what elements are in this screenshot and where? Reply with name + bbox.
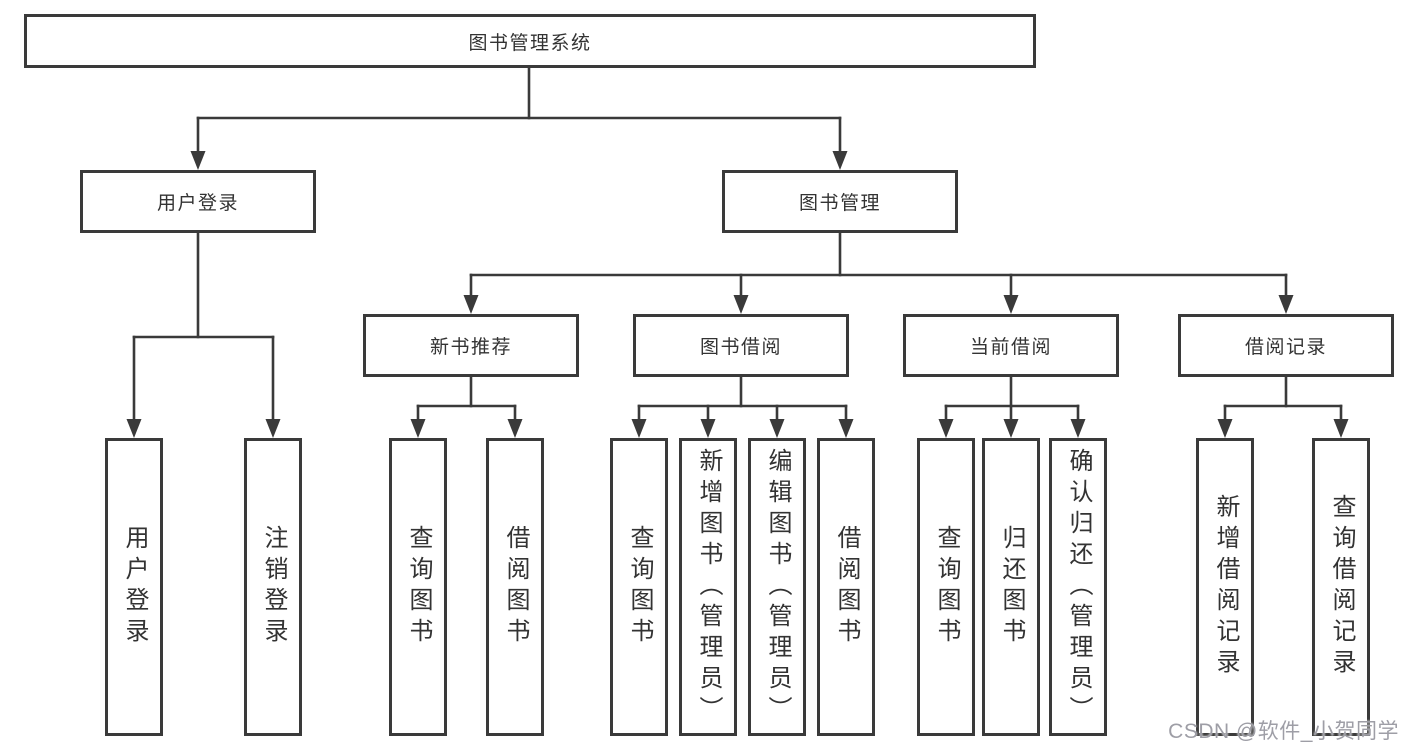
node-label: 借阅记录 <box>1244 337 1327 358</box>
node-label: 查询图书 <box>405 525 432 649</box>
node-label: 编辑图书（管理员） <box>764 447 791 727</box>
node-label: 查询图书 <box>626 525 653 649</box>
node-label: 图书管理系统 <box>468 32 592 54</box>
leaf-query-books-recommend: 查询图书 <box>389 438 447 736</box>
leaf-confirm-return-admin: 确认归还（管理员） <box>1049 438 1107 736</box>
node-label: 用户登录 <box>121 525 148 649</box>
node-label: 当前借阅 <box>969 337 1052 358</box>
node-book-management: 图书管理 <box>722 170 958 233</box>
node-label: 归还图书 <box>998 525 1025 649</box>
leaf-add-books-admin: 新增图书（管理员） <box>679 438 737 736</box>
node-borrowing-records: 借阅记录 <box>1178 314 1394 377</box>
leaf-query-borrowing-record: 查询借阅记录 <box>1312 438 1370 736</box>
leaf-query-books-borrowing: 查询图书 <box>610 438 668 736</box>
node-library-management-system: 图书管理系统 <box>24 14 1036 68</box>
leaf-borrow-books: 借阅图书 <box>817 438 875 736</box>
node-label: 新增图书（管理员） <box>695 447 722 727</box>
csdn-watermark: CSDN @软件_小贺同学 <box>1168 720 1399 743</box>
node-new-book-recommend: 新书推荐 <box>363 314 579 377</box>
leaf-add-borrowing-record: 新增借阅记录 <box>1196 438 1254 736</box>
node-label: 新书推荐 <box>429 337 512 358</box>
leaf-edit-books-admin: 编辑图书（管理员） <box>748 438 806 736</box>
node-label: 图书管理 <box>798 193 881 214</box>
node-label: 确认归还（管理员） <box>1065 447 1092 727</box>
node-label: 新增借阅记录 <box>1212 494 1239 680</box>
node-book-borrowing: 图书借阅 <box>633 314 849 377</box>
node-label: 查询图书 <box>933 525 960 649</box>
node-label: 图书借阅 <box>699 337 782 358</box>
node-label: 借阅图书 <box>833 525 860 649</box>
leaf-borrow-books-recommend: 借阅图书 <box>486 438 544 736</box>
node-label: 借阅图书 <box>502 525 529 649</box>
leaf-user-login: 用户登录 <box>105 438 163 736</box>
leaf-return-books: 归还图书 <box>982 438 1040 736</box>
node-label: 查询借阅记录 <box>1328 494 1355 680</box>
leaf-logout: 注销登录 <box>244 438 302 736</box>
node-user-login: 用户登录 <box>80 170 316 233</box>
node-current-borrowing: 当前借阅 <box>903 314 1119 377</box>
leaf-query-books-current: 查询图书 <box>917 438 975 736</box>
node-label: 用户登录 <box>156 193 239 214</box>
node-label: 注销登录 <box>260 525 287 649</box>
